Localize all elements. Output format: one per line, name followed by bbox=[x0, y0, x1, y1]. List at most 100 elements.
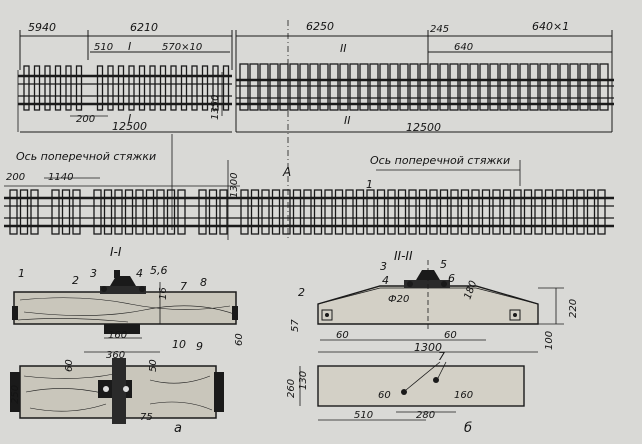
dim-100: 100 bbox=[544, 331, 555, 350]
sleeper-tie bbox=[249, 63, 259, 111]
sleeper-tie bbox=[418, 189, 428, 235]
dim-640x1: 640×1 bbox=[532, 20, 569, 33]
sleeper-tie bbox=[576, 189, 585, 235]
sleeper-tie bbox=[61, 189, 71, 235]
sleeper-tie bbox=[502, 189, 512, 235]
sleeper-tie bbox=[589, 63, 599, 111]
dim-12500-right: 12500 bbox=[406, 121, 441, 134]
mark-1: 1 bbox=[366, 178, 373, 191]
sleeper-tie bbox=[177, 189, 186, 235]
tie-beam-side bbox=[13, 291, 237, 325]
sleeper-tie bbox=[419, 63, 429, 111]
sleeper-tie bbox=[439, 63, 449, 111]
dim-5940: 5940 bbox=[28, 21, 56, 34]
dim-60-b: 60 bbox=[336, 330, 349, 341]
caption-a: а bbox=[174, 421, 182, 436]
sleeper-tie bbox=[324, 189, 333, 235]
sleeper-tie bbox=[439, 189, 449, 235]
sleeper-tie bbox=[259, 63, 269, 111]
sleeper-tie bbox=[387, 189, 396, 235]
dim-57: 57 bbox=[290, 319, 301, 332]
sleeper-tie bbox=[145, 189, 155, 235]
sleeper-tie bbox=[309, 63, 319, 111]
part-2: 2 bbox=[72, 274, 79, 287]
dim-6250: 6250 bbox=[306, 20, 334, 33]
sleeper-tie bbox=[135, 189, 144, 235]
sleeper-tie bbox=[509, 63, 519, 111]
sleeper-tie bbox=[240, 189, 249, 235]
dim-60-b2: 60 bbox=[444, 330, 457, 341]
part-7: 7 bbox=[180, 280, 187, 293]
part-4-b: 4 bbox=[382, 274, 389, 287]
sleeper-tie bbox=[376, 189, 386, 235]
dim-220: 220 bbox=[568, 299, 579, 318]
sleeper-tie bbox=[180, 65, 188, 111]
dim-1350: 1350 bbox=[210, 95, 221, 120]
sleeper-tie bbox=[96, 65, 104, 111]
sleeper-tie bbox=[9, 189, 18, 235]
sleeper-tie bbox=[75, 65, 83, 111]
sleeper-tie bbox=[399, 63, 409, 111]
dim-75: 75 bbox=[140, 412, 153, 423]
dim-12500-left: 12500 bbox=[112, 120, 147, 133]
sleeper-tie bbox=[103, 189, 113, 235]
part-5-6: 5,6 bbox=[150, 264, 168, 277]
sleeper-tie bbox=[379, 63, 389, 111]
sleeper-tie bbox=[559, 63, 569, 111]
sleeper-tie bbox=[282, 189, 291, 235]
dim-245: 245 bbox=[430, 24, 449, 35]
sleeper-tie bbox=[599, 63, 609, 111]
sleeper-tie bbox=[369, 63, 379, 111]
sleeper-tie bbox=[499, 63, 509, 111]
top-right-plan: 6250 245 640 640×1 II II 12500 bbox=[235, 20, 614, 134]
sleeper-tie bbox=[429, 189, 438, 235]
sleeper-tie bbox=[65, 65, 72, 111]
top-left-ties bbox=[23, 65, 230, 111]
part-9: 9 bbox=[196, 340, 203, 353]
sleeper-tie bbox=[208, 189, 218, 235]
part-2-b: 2 bbox=[298, 286, 305, 299]
detail-b: 2 3 4 5 6 Ф20 180 57 60 60 220 100 1300 … bbox=[286, 258, 579, 436]
caption-b: б bbox=[464, 421, 472, 436]
sleeper-tie bbox=[597, 189, 606, 235]
sleeper-tie bbox=[565, 189, 575, 235]
middle-elevation: Ось поперечной стяжки Ось поперечной стя… bbox=[4, 20, 614, 240]
sleeper-tie bbox=[429, 63, 439, 111]
sleeper-tie bbox=[44, 65, 51, 111]
sleeper-tie bbox=[19, 189, 29, 235]
section-mark-I-top: I bbox=[128, 40, 131, 53]
sleeper-tie bbox=[544, 189, 554, 235]
sleeper-tie bbox=[459, 63, 469, 111]
section-title-I-I: I-I bbox=[110, 245, 122, 259]
dim-510: 510 bbox=[94, 42, 113, 53]
sleeper-tie bbox=[222, 65, 230, 111]
sleeper-tie bbox=[334, 189, 344, 235]
sleeper-tie bbox=[469, 63, 479, 111]
sleeper-tie bbox=[479, 63, 489, 111]
part-8: 8 bbox=[200, 276, 207, 289]
part-5-b: 5 bbox=[440, 258, 447, 271]
dim-16: 16 bbox=[158, 287, 169, 300]
dim-160-a: 160 bbox=[108, 330, 127, 341]
sleeper-tie bbox=[339, 63, 349, 111]
sleeper-tie bbox=[579, 63, 589, 111]
sleeper-tie bbox=[319, 63, 329, 111]
top-left-plan: 5940 6210 510 I 570×10 200 I 1350 12500 bbox=[17, 21, 233, 133]
sleeper-tie bbox=[30, 189, 39, 235]
sleeper-tie bbox=[529, 63, 539, 111]
mark-A: А bbox=[282, 165, 291, 179]
sleeper-tie bbox=[471, 189, 480, 235]
sleeper-tie bbox=[489, 63, 499, 111]
sleeper-tie bbox=[117, 65, 125, 111]
sleeper-tie bbox=[212, 65, 219, 111]
dim-50: 50 bbox=[148, 359, 159, 372]
dim-200-mid: 200 bbox=[6, 172, 25, 183]
sleeper-tie bbox=[201, 65, 209, 111]
dim-160-b: 160 bbox=[454, 390, 473, 401]
dim-640: 640 bbox=[454, 42, 473, 53]
sleeper-tie bbox=[492, 189, 501, 235]
dim-6210: 6210 bbox=[130, 21, 158, 34]
sleeper-tie bbox=[409, 63, 419, 111]
sleeper-tie bbox=[569, 63, 579, 111]
